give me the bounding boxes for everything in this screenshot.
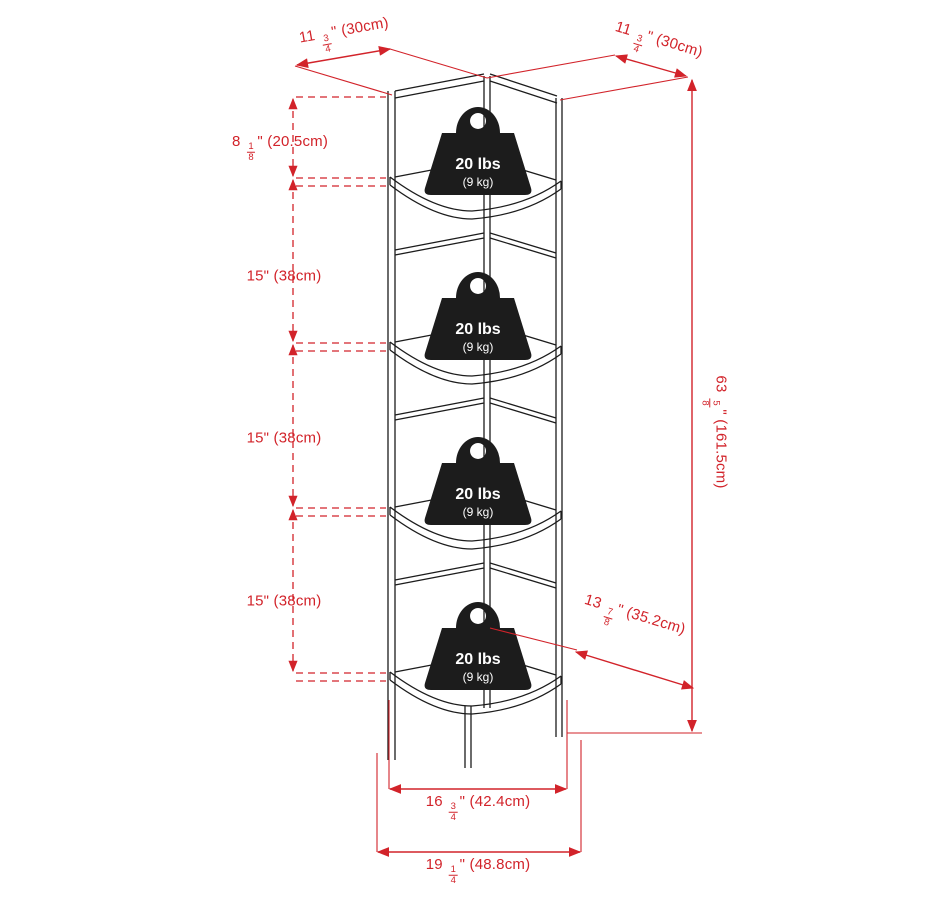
weight-icon-shelf-2: 20 lbs (9 kg) (424, 272, 532, 360)
weight-label: 20 lbs (455, 486, 500, 503)
dim-label-left-mid-1: 15" (38cm) (247, 268, 322, 285)
weight-sublabel: (9 kg) (463, 505, 494, 519)
dim-label-left-mid-2: 15" (38cm) (247, 430, 322, 447)
dim-line-top-left (295, 46, 392, 68)
weight-icon-shelf-1: 20 lbs (9 kg) (424, 107, 532, 195)
dim-metric: " (48.8cm) (459, 855, 531, 873)
dim-metric: " (42.4cm) (459, 792, 531, 810)
cross-rails-3 (394, 562, 557, 589)
dim-value: 15" (38cm) (246, 267, 322, 285)
cross-rails-2 (394, 397, 557, 424)
dim-metric: " (161.5cm) (712, 409, 730, 489)
weight-label: 20 lbs (455, 651, 500, 668)
dim-label-left-mid-3: 15" (38cm) (247, 593, 322, 610)
dim-value: 15" (38cm) (246, 592, 322, 610)
dim-value: 16 (425, 792, 448, 810)
dim-value: 8 (231, 132, 245, 150)
shelf-diagonal-extension (489, 627, 578, 651)
front-leg (464, 706, 472, 768)
dim-value: 15" (38cm) (246, 429, 322, 447)
weight-label: 20 lbs (455, 321, 500, 338)
dim-value: 11 (297, 26, 321, 47)
weight-sublabel: (9 kg) (463, 670, 494, 684)
dim-metric: " (20.5cm) (257, 132, 329, 150)
weight-label: 20 lbs (455, 156, 500, 173)
dim-line-top-right (614, 54, 688, 78)
dim-value: 63 (712, 375, 730, 397)
weight-sublabel: (9 kg) (463, 340, 494, 354)
top-rails (394, 73, 558, 104)
dim-line-shelf-diagonal (574, 650, 695, 690)
weight-sublabel: (9 kg) (463, 175, 494, 189)
left-post (387, 91, 396, 760)
top-right-extension-lines (486, 54, 689, 101)
top-left-extension-lines (294, 48, 488, 96)
cross-rails-1 (394, 232, 557, 259)
dimension-lines (288, 46, 702, 857)
weight-icon-shelf-3: 20 lbs (9 kg) (424, 437, 532, 525)
dim-value: 19 (425, 855, 448, 873)
weight-icon-shelf-4: 20 lbs (9 kg) (424, 602, 532, 690)
right-post (555, 98, 563, 737)
base-extension-lines (376, 700, 582, 852)
